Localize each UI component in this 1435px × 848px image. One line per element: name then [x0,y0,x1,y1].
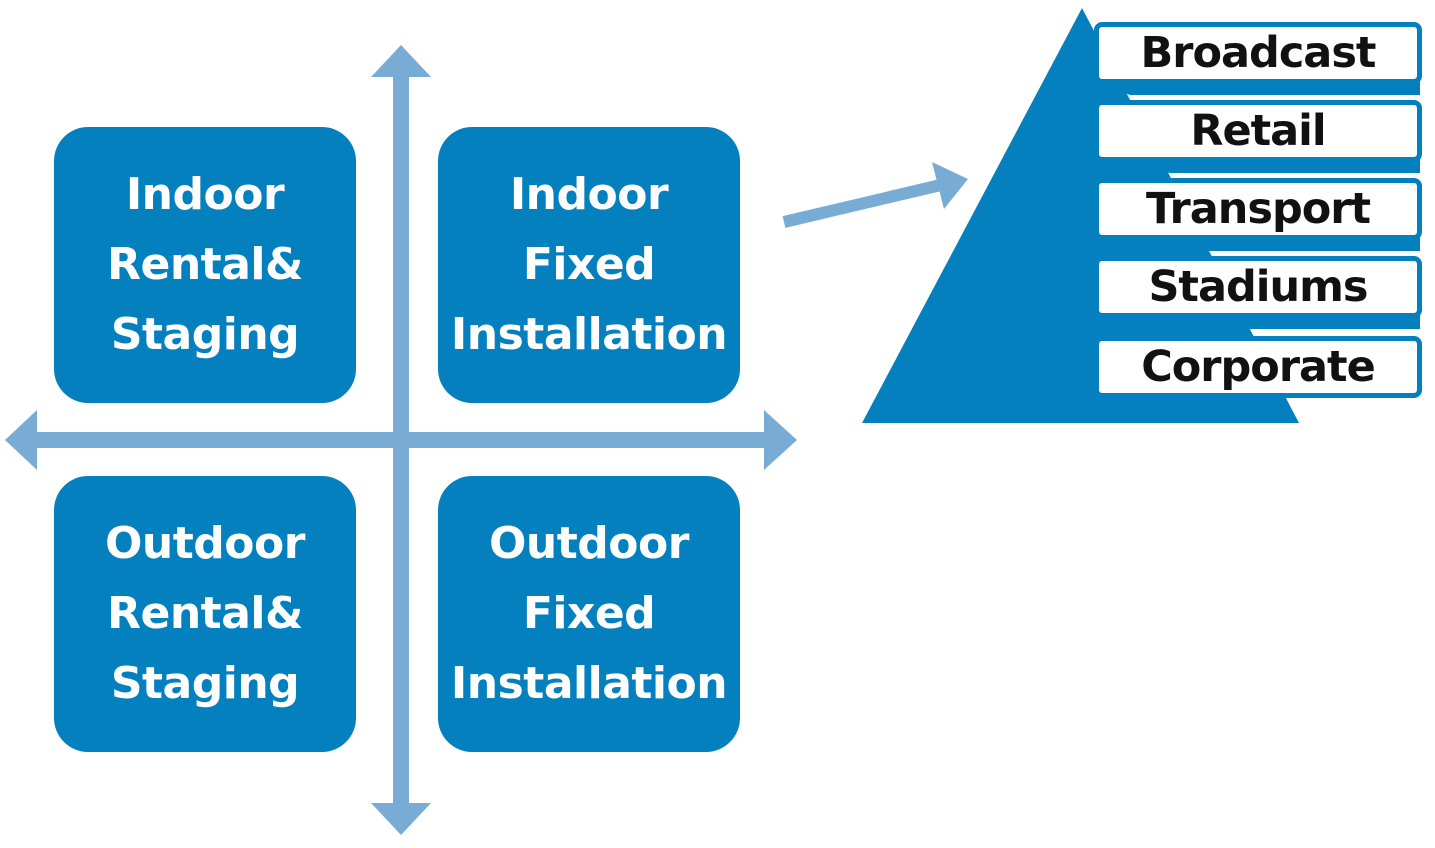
quadrant-label-line: Staging [110,658,300,709]
quadrant-label: Indoor Rental& Staging [107,160,303,370]
quadrant-label-line: Indoor [125,169,285,220]
segment-label: Corporate [1141,342,1376,392]
segment-label: Stadiums [1148,262,1368,312]
horizontal-axis-arrow-right [764,410,797,470]
quadrant-label-line: Outdoor [105,518,305,569]
segment-corporate: Corporate [1094,336,1422,398]
quadrant-label-line: Installation [450,309,728,360]
segment-label: Broadcast [1140,28,1377,78]
vertical-axis-arrow-up [371,45,431,77]
segment-broadcast: Broadcast [1094,22,1422,84]
quadrant-outdoor-fixed-installation: Outdoor Fixed Installation [438,476,740,752]
quadrant-label: Outdoor Fixed Installation [450,509,728,719]
quadrant-indoor-rental-staging: Indoor Rental& Staging [54,127,356,403]
connector-arrow-head [932,162,968,209]
quadrant-label-line: Staging [110,309,300,360]
quadrant-outdoor-rental-staging: Outdoor Rental& Staging [54,476,356,752]
quadrant-label: Indoor Fixed Installation [450,160,728,370]
segment-label: Retail [1190,106,1326,156]
horizontal-axis-arrow-left [5,410,37,470]
quadrant-label-line: Rental& [107,588,303,639]
quadrant-label-line: Fixed [522,239,656,290]
quadrant-label-line: Fixed [522,588,656,639]
quadrant-label-line: Rental& [107,239,303,290]
quadrant-label-line: Installation [450,658,728,709]
segment-stadiums: Stadiums [1094,256,1422,318]
vertical-axis-arrow-down [371,803,431,835]
quadrant-label-line: Outdoor [489,518,689,569]
quadrant-label-line: Indoor [509,169,669,220]
segment-retail: Retail [1094,100,1422,162]
segment-label: Transport [1145,184,1371,234]
connector-arrow-line [782,178,947,228]
quadrant-label: Outdoor Rental& Staging [105,509,305,719]
quadrant-indoor-fixed-installation: Indoor Fixed Installation [438,127,740,403]
segment-transport: Transport [1094,178,1422,240]
